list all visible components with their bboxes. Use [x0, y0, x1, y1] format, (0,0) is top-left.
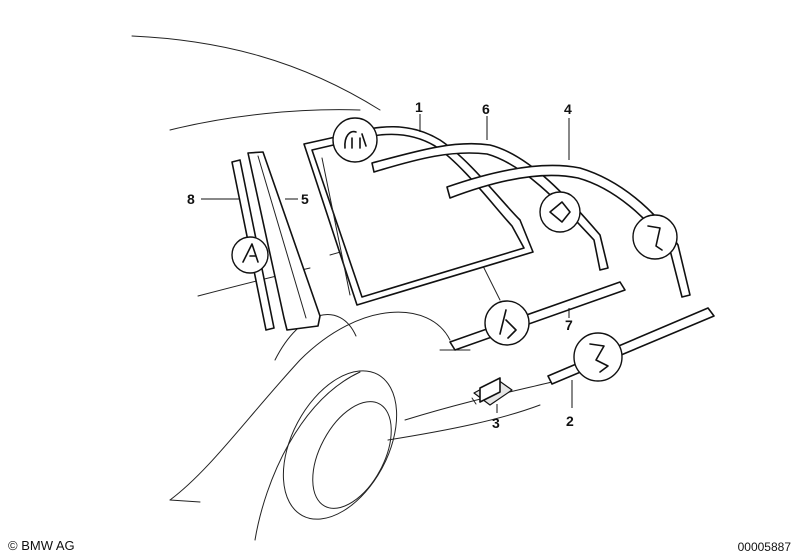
detail-circle-a — [332, 117, 378, 163]
detail-circle-b — [231, 236, 269, 274]
callout-6: 6 — [482, 101, 490, 117]
part-3-clip — [471, 377, 513, 406]
part-1-window-seal — [303, 125, 534, 306]
part-6-window-moulding — [371, 142, 609, 271]
callout-5: 5 — [301, 191, 309, 207]
copyright-label: © BMW AG — [8, 538, 75, 553]
detail-circle-d — [632, 214, 678, 260]
diagram-id-label: 00005887 — [737, 540, 791, 554]
leader-lines — [201, 114, 573, 413]
detail-circle-c — [539, 191, 581, 233]
part-4-roof-moulding — [446, 164, 691, 298]
part-2-lower-moulding — [547, 307, 715, 385]
callout-3: 3 — [492, 415, 500, 431]
callout-8: 8 — [187, 191, 195, 207]
rear-wheel — [254, 370, 398, 541]
callout-7: 7 — [565, 317, 573, 333]
part-5-pillar-trim — [247, 151, 321, 331]
detail-circle-f — [573, 332, 623, 382]
detail-circle-e — [484, 300, 530, 346]
callout-1: 1 — [415, 99, 423, 115]
callout-2: 2 — [566, 413, 574, 429]
callout-4: 4 — [564, 101, 572, 117]
